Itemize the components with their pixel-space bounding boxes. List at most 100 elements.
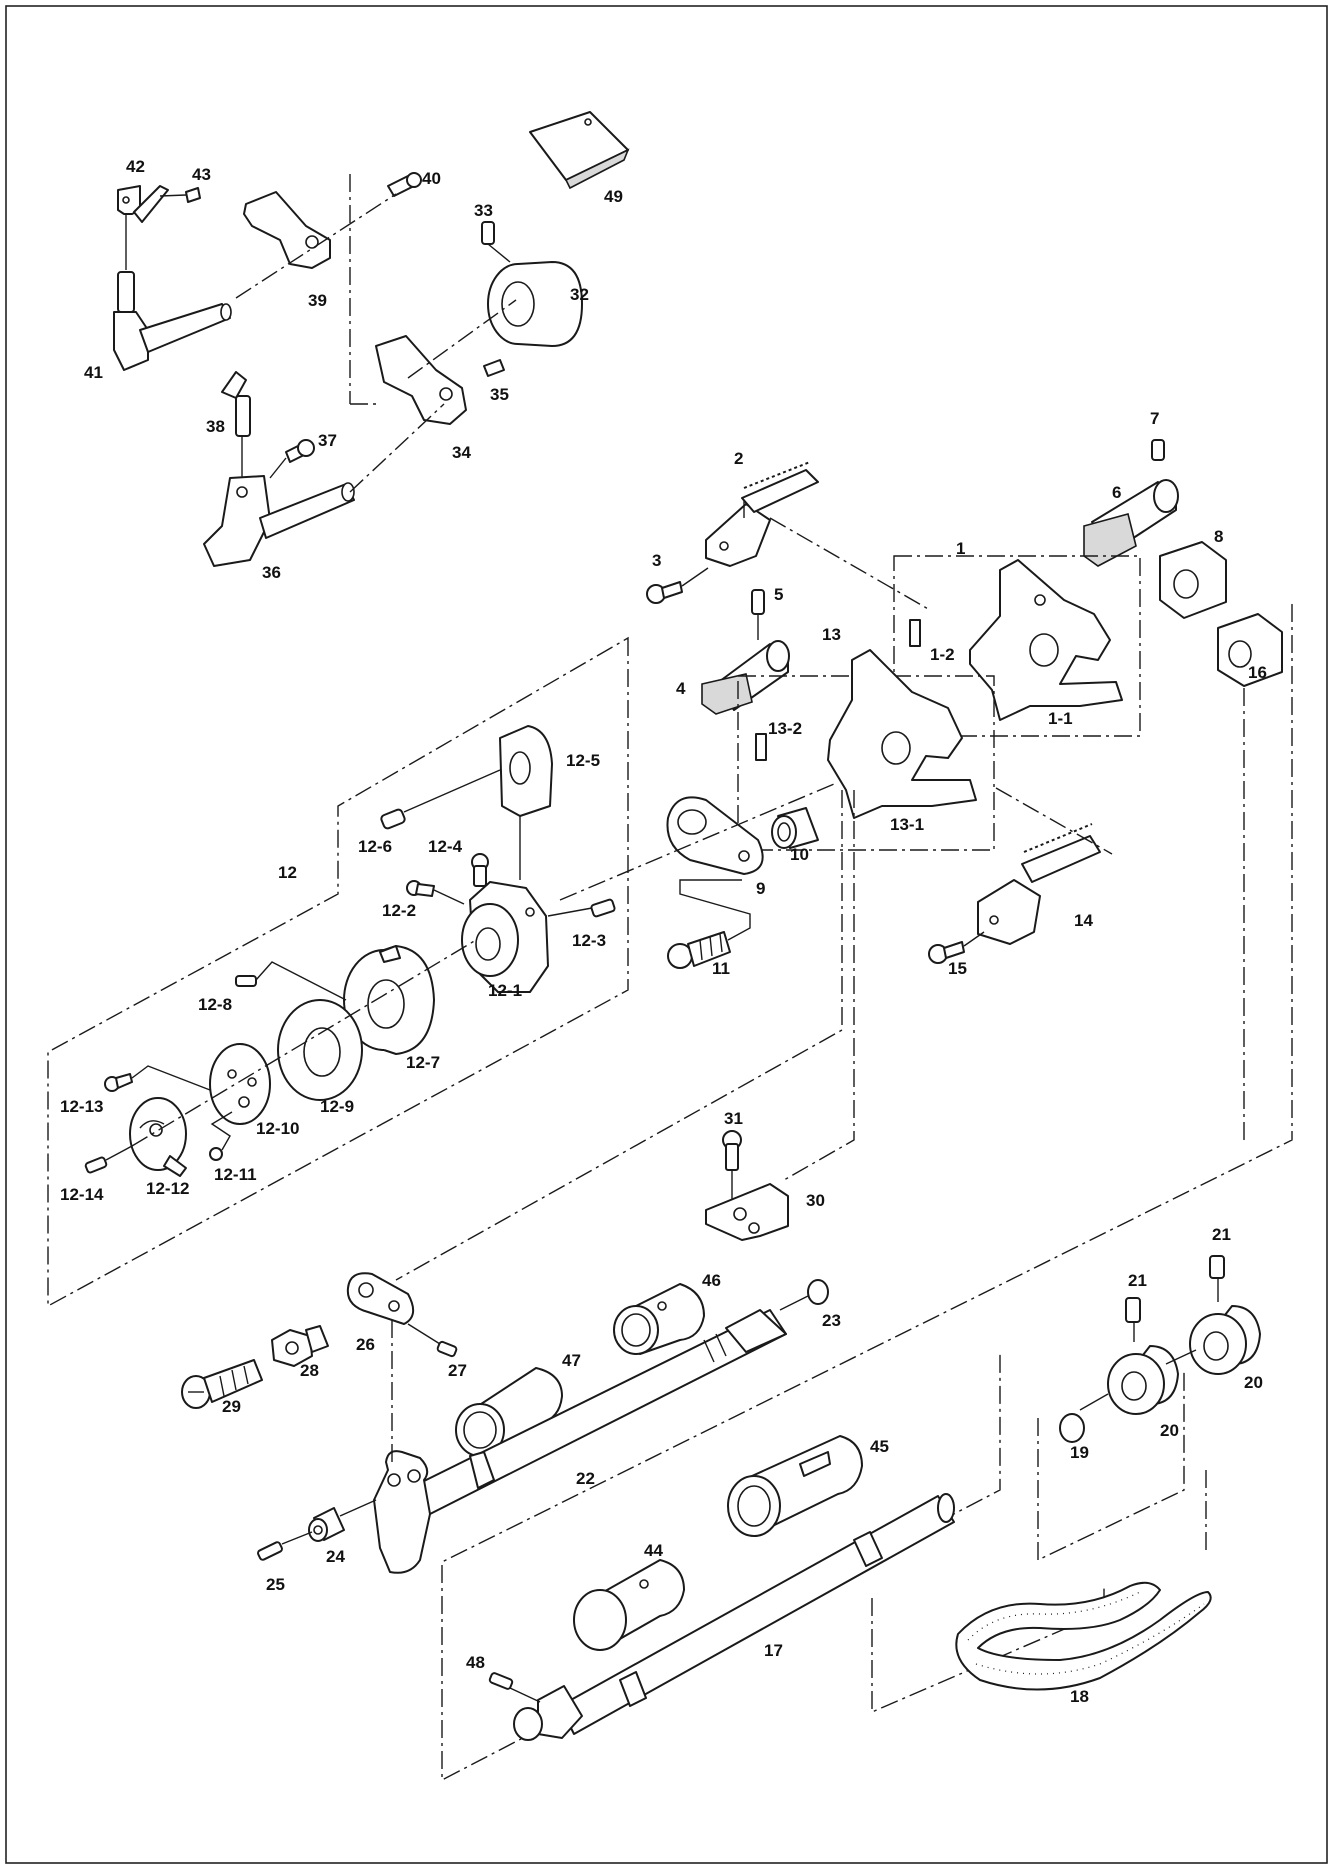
callout-22: 22 bbox=[576, 1469, 595, 1488]
callout-11: 11 bbox=[712, 959, 730, 978]
callout-48: 48 bbox=[466, 1653, 485, 1672]
part-21-screw-a bbox=[1209, 1255, 1225, 1302]
callout-26: 26 bbox=[356, 1335, 375, 1354]
callout-43: 43 bbox=[192, 165, 211, 184]
callout-49: 49 bbox=[604, 187, 623, 206]
part-13-feed-bar bbox=[737, 649, 995, 851]
callout-38: 38 bbox=[206, 417, 225, 436]
callout-34: 34 bbox=[452, 443, 471, 462]
part-45-collar bbox=[727, 1435, 863, 1537]
part-12-12-disc bbox=[129, 1097, 187, 1177]
callout-32: 32 bbox=[570, 285, 589, 304]
callout-33: 33 bbox=[474, 201, 493, 220]
part-16-block bbox=[1217, 613, 1283, 687]
callout-18: 18 bbox=[1070, 1687, 1089, 1706]
callout-41: 41 bbox=[84, 363, 103, 382]
part-23-plug bbox=[779, 1279, 829, 1311]
part-12-9-washer bbox=[277, 999, 363, 1101]
callout-40: 40 bbox=[422, 169, 441, 188]
part-39-fork bbox=[243, 191, 331, 269]
part-18-belt bbox=[955, 1581, 1212, 1691]
part-31-screw bbox=[722, 1130, 742, 1200]
callout-15: 15 bbox=[948, 959, 967, 978]
callout-12-6: 12-6 bbox=[358, 837, 392, 856]
callout-16: 16 bbox=[1248, 663, 1267, 682]
callout-12-2: 12-2 bbox=[382, 901, 416, 920]
part-4-lever bbox=[701, 640, 790, 715]
callout-30: 30 bbox=[806, 1191, 825, 1210]
part-9-link bbox=[666, 796, 764, 875]
part-37-screw bbox=[269, 439, 315, 479]
callout-12-14: 12-14 bbox=[60, 1185, 104, 1204]
part-12-13-screw bbox=[104, 1065, 211, 1092]
part-38-pin bbox=[221, 371, 251, 478]
callout-21-a: 21 bbox=[1212, 1225, 1231, 1244]
callout-labels: 42 43 40 49 33 32 39 41 35 38 37 34 36 7… bbox=[60, 157, 1267, 1706]
part-20-collar-b bbox=[1107, 1345, 1179, 1415]
callout-31: 31 bbox=[724, 1109, 743, 1128]
callout-39: 39 bbox=[308, 291, 327, 310]
part-29-screw bbox=[181, 1359, 263, 1409]
part-19-plug bbox=[1059, 1413, 1085, 1443]
callout-23: 23 bbox=[822, 1311, 841, 1330]
part-12-6-pin bbox=[380, 769, 501, 830]
callout-44: 44 bbox=[644, 1541, 663, 1560]
callout-2: 2 bbox=[734, 449, 743, 468]
part-40-screw bbox=[387, 172, 422, 197]
part-12-4-screw bbox=[471, 853, 489, 887]
part-14-feed-dog bbox=[977, 823, 1101, 945]
part-12-10-plate bbox=[209, 1043, 271, 1125]
callout-4: 4 bbox=[676, 679, 686, 698]
callout-21-b: 21 bbox=[1128, 1271, 1147, 1290]
callout-12-12: 12-12 bbox=[146, 1179, 189, 1198]
part-20-collar-a bbox=[1189, 1305, 1261, 1375]
callout-37: 37 bbox=[318, 431, 337, 450]
part-17-shaft bbox=[513, 1493, 955, 1741]
callout-12-3: 12-3 bbox=[572, 931, 606, 950]
callout-20-a: 20 bbox=[1244, 1373, 1263, 1392]
part-2-feed-dog bbox=[705, 461, 819, 567]
callout-47: 47 bbox=[562, 1351, 581, 1370]
callout-13-1: 13-1 bbox=[890, 815, 924, 834]
callout-12-7: 12-7 bbox=[406, 1053, 440, 1072]
callout-12-1: 12-1 bbox=[488, 981, 522, 1000]
callout-17: 17 bbox=[764, 1641, 783, 1660]
callout-25: 25 bbox=[266, 1575, 285, 1594]
part-49-cover bbox=[529, 111, 630, 190]
part-1-feed-bar bbox=[893, 555, 1141, 737]
callout-3: 3 bbox=[652, 551, 661, 570]
part-30-block bbox=[705, 1183, 789, 1241]
callout-36: 36 bbox=[262, 563, 281, 582]
callout-46: 46 bbox=[702, 1271, 721, 1290]
part-24-collar bbox=[308, 1499, 377, 1542]
callout-7: 7 bbox=[1150, 409, 1159, 428]
part-27-screw bbox=[407, 1323, 458, 1358]
part-11-screw bbox=[667, 931, 731, 969]
callout-5: 5 bbox=[774, 585, 783, 604]
callout-6: 6 bbox=[1112, 483, 1121, 502]
part-12-14-pin bbox=[84, 1145, 133, 1174]
callout-13-2: 13-2 bbox=[768, 719, 802, 738]
part-12-2-screw bbox=[406, 880, 465, 905]
callout-12-13: 12-13 bbox=[60, 1097, 103, 1116]
part-48-pin bbox=[488, 1672, 541, 1703]
part-42-43-bracket bbox=[117, 185, 201, 270]
part-6-lever bbox=[1083, 479, 1179, 567]
callout-12-5: 12-5 bbox=[566, 751, 600, 770]
part-12-11-screw bbox=[209, 1111, 233, 1161]
callout-28: 28 bbox=[300, 1361, 319, 1380]
part-41-arm bbox=[113, 271, 232, 371]
callout-12-11: 12-11 bbox=[214, 1165, 257, 1184]
callout-12: 12 bbox=[278, 863, 297, 882]
part-12-8-pin bbox=[235, 961, 347, 1001]
part-46-collar bbox=[613, 1283, 705, 1355]
part-26-link bbox=[346, 1272, 415, 1325]
callout-35: 35 bbox=[490, 385, 509, 404]
part-22-lever-end bbox=[373, 1450, 431, 1574]
callout-42: 42 bbox=[126, 157, 145, 176]
callout-8: 8 bbox=[1214, 527, 1223, 546]
callout-27: 27 bbox=[448, 1361, 467, 1380]
part-10-bushing bbox=[771, 807, 819, 849]
callout-9: 9 bbox=[756, 879, 765, 898]
